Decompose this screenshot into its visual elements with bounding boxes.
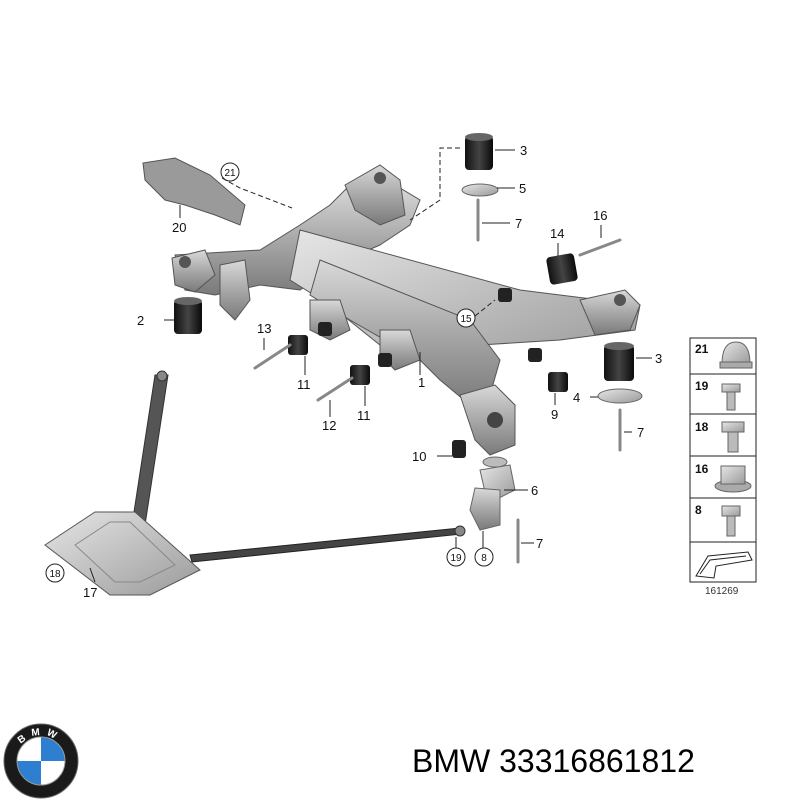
- callout-16: 16: [593, 208, 607, 223]
- callout-1: 1: [418, 375, 425, 390]
- bolts: [253, 198, 622, 564]
- callout-4: 4: [573, 390, 580, 405]
- flange-nut-icon: [714, 465, 752, 493]
- callout-20: 20: [172, 220, 186, 235]
- legend-item-16: 16: [695, 462, 709, 476]
- callout-6: 6: [531, 483, 538, 498]
- callout-10: 10: [412, 449, 426, 464]
- legend-item-19: 19: [695, 379, 709, 393]
- callout-5: 5: [519, 181, 526, 196]
- callout-13: 13: [257, 321, 271, 336]
- callout-7-right: 7: [637, 425, 644, 440]
- hex-bolt-icon: [721, 383, 741, 411]
- callout-14: 14: [550, 226, 564, 241]
- callout-7-top: 7: [515, 216, 522, 231]
- strut-and-plate: [44, 370, 466, 596]
- callout-18-circled: 18: [49, 569, 61, 580]
- bmw-logo: BMW: [3, 723, 79, 799]
- brand-name: BMW: [412, 743, 491, 779]
- rubber-mounts: [174, 133, 643, 458]
- circled-callouts: [45, 162, 494, 583]
- cap-nut-icon: [719, 341, 753, 369]
- axle-carrier: [171, 164, 641, 456]
- callout-3-top: 3: [520, 143, 527, 158]
- legend-item-18: 18: [695, 420, 709, 434]
- callout-8-circled: 8: [481, 553, 487, 564]
- reference-number: 161269: [705, 586, 739, 597]
- direction-arrow-icon: [695, 551, 753, 579]
- callout-11-left: 11: [297, 377, 311, 392]
- callout-15-circled: 15: [460, 314, 472, 325]
- callout-19-circled: 19: [450, 553, 462, 564]
- heat-shield: [142, 157, 246, 226]
- callout-3-right: 3: [655, 351, 662, 366]
- flange-bolt-icon: [721, 421, 745, 453]
- brand-part-number: BMW 33316861812: [412, 736, 792, 786]
- callout-9: 9: [551, 407, 558, 422]
- legend-item-21: 21: [695, 342, 709, 356]
- callout-11-right: 11: [357, 408, 371, 423]
- mount-bracket: [469, 456, 516, 531]
- screw-icon: [721, 505, 741, 537]
- callout-7-bottom: 7: [536, 536, 543, 551]
- fastener-legend: 21 19 18 16 8 161269: [689, 337, 757, 597]
- leader-lines: [89, 147, 652, 583]
- callout-2: 2: [137, 313, 144, 328]
- part-number: 33316861812: [499, 743, 695, 779]
- callout-labels: 1 2 3 3 4 5 6 7 7 7 9 10 11 11 12 13 14 …: [49, 143, 662, 600]
- callout-12: 12: [322, 418, 336, 433]
- legend-item-8: 8: [695, 503, 702, 517]
- callout-17: 17: [83, 585, 97, 600]
- callout-21-circled: 21: [224, 168, 236, 179]
